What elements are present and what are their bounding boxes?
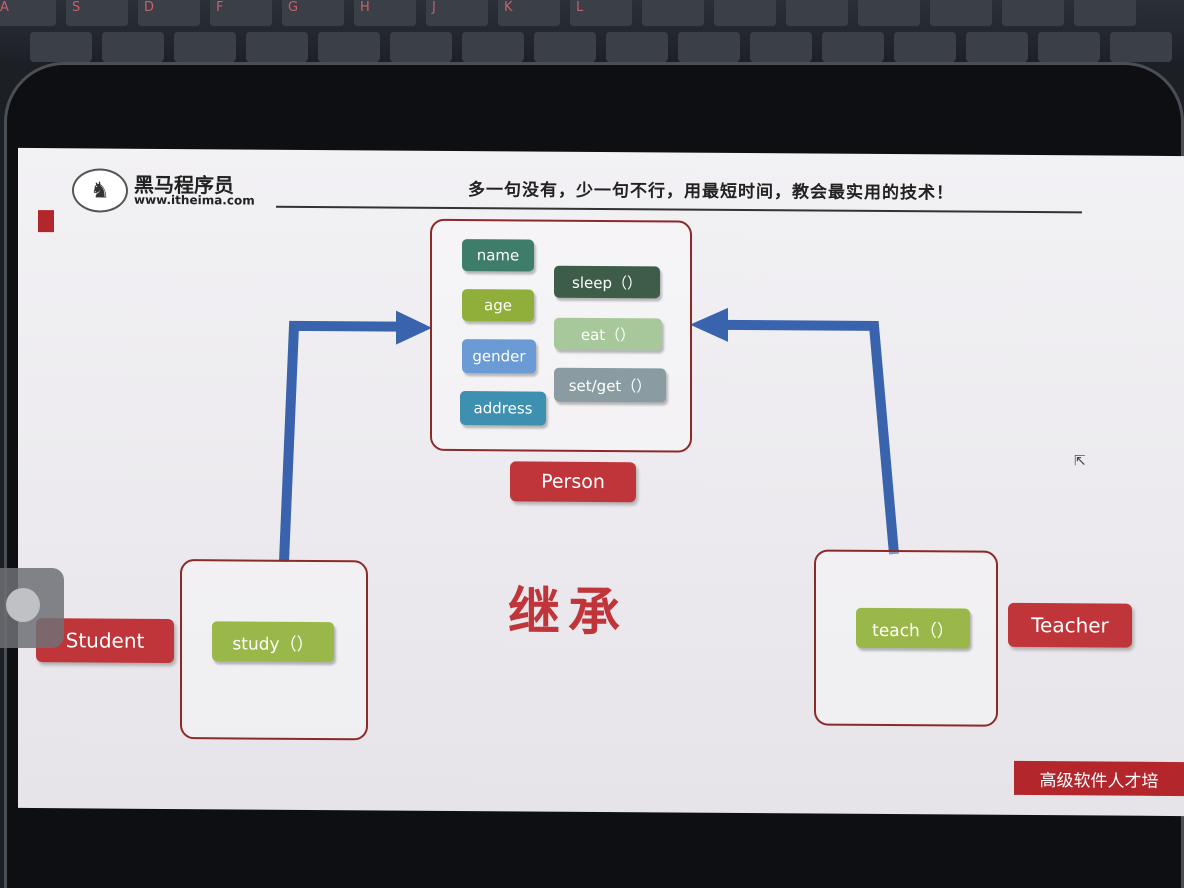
inheritance-title: 继承: [508, 582, 629, 644]
field-age: age: [462, 289, 534, 322]
key-blank-1: [642, 0, 704, 26]
field-name: name: [462, 239, 534, 272]
teacher-arrow-line: [722, 319, 899, 555]
key-l: L: [570, 0, 632, 26]
key-row2-10: [678, 32, 740, 62]
key-row2-7: [462, 32, 524, 62]
key-f: F: [210, 0, 272, 26]
method-study: study（）: [212, 621, 334, 663]
key-row2-13: [894, 32, 956, 62]
mouse-cursor-icon: ⇱: [1074, 453, 1086, 470]
key-row2-8: [534, 32, 596, 62]
key-row2-3: [174, 32, 236, 62]
student-arrow-line: [279, 320, 404, 563]
key-blank-4: [858, 0, 920, 26]
key-j: J: [426, 0, 488, 26]
field-gender: gender: [462, 339, 536, 374]
key-row2-11: [750, 32, 812, 62]
key-row2-15: [1038, 32, 1100, 62]
method-teach: teach（）: [856, 607, 970, 649]
key-row2-14: [966, 32, 1028, 62]
key-blank-7: [1074, 0, 1136, 26]
key-g: G: [282, 0, 344, 26]
key-s: S: [66, 0, 128, 26]
inheritance-arrows: [279, 307, 899, 563]
method-eat: eat（）: [554, 317, 662, 351]
teacher-label: Teacher: [1008, 602, 1132, 648]
key-row2-4: [246, 32, 308, 62]
key-blank-5: [930, 0, 992, 26]
method-set-get: set/get（）: [554, 367, 666, 403]
key-blank-3: [786, 0, 848, 26]
field-address: address: [460, 391, 546, 426]
key-row2-1: [30, 32, 92, 62]
key-d: D: [138, 0, 200, 26]
key-h: H: [354, 0, 416, 26]
key-a: A: [0, 0, 56, 26]
teacher-arrowhead-icon: [690, 307, 728, 342]
slide-screen: ♞ 黑马程序员 www.itheima.com 多一句没有，少一句不行，用最短时…: [18, 147, 1184, 817]
key-blank-2: [714, 0, 776, 26]
student-arrowhead-icon: [396, 310, 432, 345]
key-row2-12: [822, 32, 884, 62]
key-row2-2: [102, 32, 164, 62]
assistive-touch-icon[interactable]: [6, 588, 40, 622]
key-row2-9: [606, 32, 668, 62]
method-sleep: sleep（）: [554, 265, 660, 299]
key-blank-6: [1002, 0, 1064, 26]
key-row2-16: [1110, 32, 1172, 62]
key-k: K: [498, 0, 560, 26]
footer-banner: 高级软件人才培: [1014, 760, 1184, 797]
person-label: Person: [510, 461, 636, 503]
key-row2-5: [318, 32, 380, 62]
keyboard-background: A S D F G H J K L: [0, 0, 1184, 62]
key-row2-6: [390, 32, 452, 62]
